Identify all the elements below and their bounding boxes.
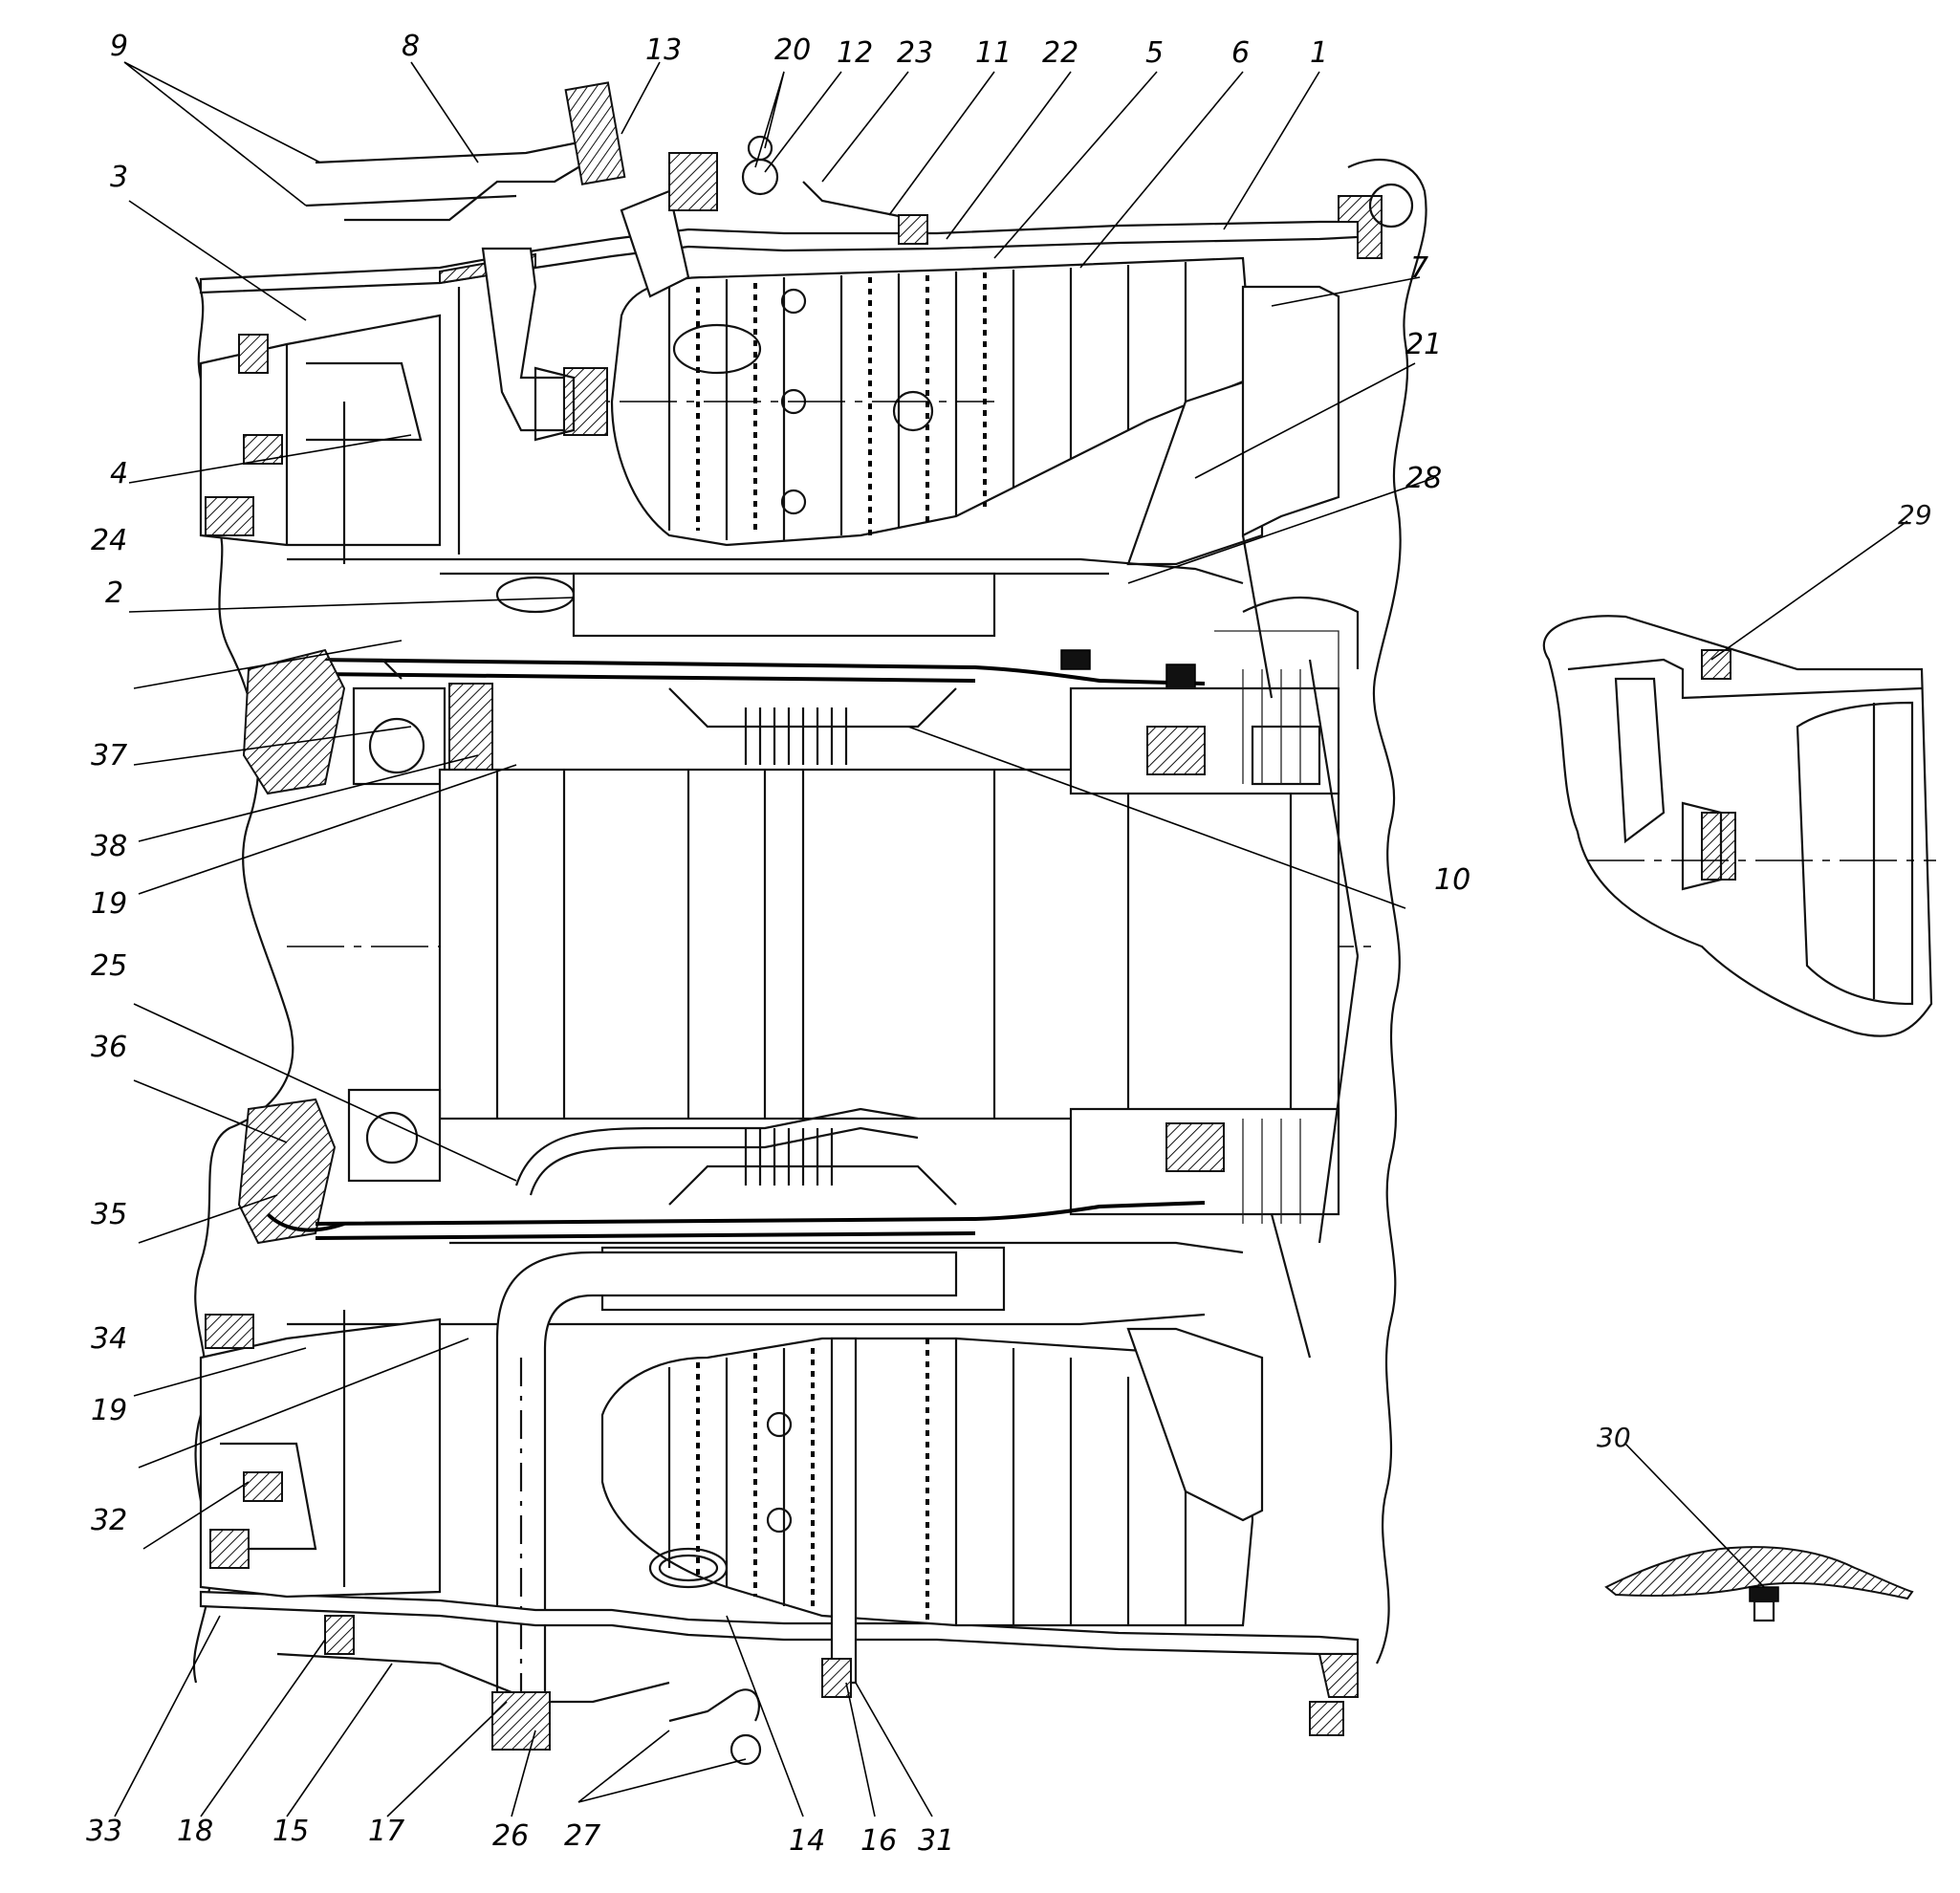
diffuser-bottom [199,1314,442,1599]
callout-12: 12 [837,36,873,70]
bellows-bottom [668,1128,957,1206]
callout-19-bottom: 19 [91,1394,127,1427]
callout-18: 18 [177,1815,213,1848]
callout-13: 13 [645,33,682,67]
callout-15: 15 [272,1815,309,1848]
callout-20: 20 [774,33,811,67]
callout-23: 23 [897,36,933,70]
callout-31: 31 [918,1824,954,1858]
main-section-view [192,81,1427,1766]
shaft-top [287,557,1244,689]
callout-14: 14 [789,1824,825,1858]
combustion-liner-top [535,256,1254,547]
callout-7: 7 [1410,251,1428,285]
combustion-liner-bottom [600,1337,1254,1685]
callout-16: 16 [860,1824,897,1858]
callout-21: 21 [1405,328,1442,361]
fuel-injector-top [481,247,608,442]
callout-10: 10 [1434,863,1470,897]
callout-37: 37 [91,739,127,772]
callout-5: 5 [1145,36,1164,70]
rotor-hub [438,768,1340,1121]
callout-1: 1 [1310,36,1328,70]
callout-25: 25 [91,949,127,983]
callout-28: 28 [1405,462,1442,495]
callout-34: 34 [91,1322,127,1356]
callout-19-top: 19 [91,887,127,921]
rear-gear-assembly-top [1069,596,1360,795]
callout-26: 26 [492,1819,529,1853]
bellows-top [668,687,957,765]
nozzle-guide-vane-bottom [1126,1327,1264,1522]
rear-flange-bottom [1318,1653,1359,1698]
callout-8: 8 [402,30,420,63]
callout-17: 17 [368,1815,404,1848]
callout-6: 6 [1231,36,1250,70]
outer-casing-bottom [199,1590,1360,1656]
callout-35: 35 [91,1198,127,1231]
inset-detail-29 [1542,615,1936,1037]
callout-32: 32 [91,1504,127,1537]
callout-27: 27 [564,1819,600,1853]
callout-2: 2 [105,577,123,610]
callout-30: 30 [1597,1422,1631,1453]
oil-tube-bottom [514,1107,919,1186]
callout-9: 9 [110,30,128,63]
callout-36: 36 [91,1031,127,1064]
callout-38: 38 [91,830,127,863]
callout-22: 22 [1042,36,1078,70]
top-fittings [305,81,928,298]
callout-11: 11 [975,36,1012,70]
inset-detail-30 [1604,1546,1914,1622]
callout-29: 29 [1898,499,1932,531]
callout-33: 33 [86,1815,122,1848]
bottom-fittings [276,1615,1344,1766]
callout-3: 3 [110,161,128,194]
rear-gear-assembly-bottom [1069,1107,1340,1224]
leader-lines [114,61,1908,1817]
right-break-line [1347,158,1427,1665]
front-bearing-bottom [237,1088,442,1245]
callout-4: 4 [110,457,128,490]
callout-24: 24 [91,524,127,557]
callout-labels: 9 8 13 20 12 23 11 22 5 6 1 7 21 28 10 3… [86,30,1932,1858]
diffuser-top [199,314,442,547]
